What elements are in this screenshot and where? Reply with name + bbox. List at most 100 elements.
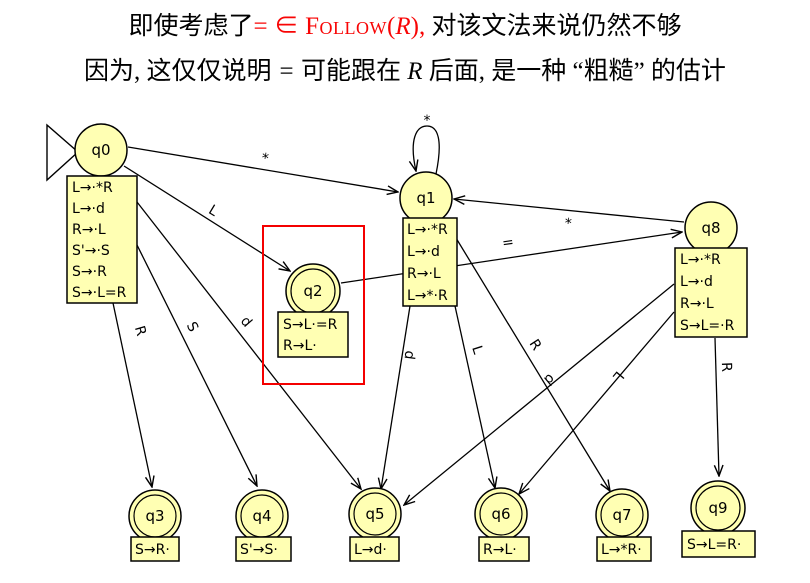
item-box-q7 <box>596 536 652 562</box>
edge-label-q8-q5: d <box>540 370 557 388</box>
state-label-q8: q8 <box>701 219 720 237</box>
state-label-q7: q7 <box>612 506 631 524</box>
item-q0-4: S→·R <box>72 264 107 280</box>
edge-label-q0-q4: S <box>183 319 201 334</box>
state-label-q1: q1 <box>416 189 435 207</box>
caption-line-2: 因为, 这仅仅说明 = 可能跟在 R 后面, 是一种 “粗糙” 的估计 <box>0 49 810 94</box>
edge-label-q0-q3: R <box>131 324 149 338</box>
state-label-q9: q9 <box>708 499 727 517</box>
item-q3-0: S→R· <box>135 542 170 558</box>
item-box-q2 <box>277 311 349 358</box>
state-q8: q8 L→·*R L→·d R→·L S→L=·R <box>674 201 748 338</box>
caption1-pre: 即使考虑了 <box>128 13 254 40</box>
caption2-p1: 因为, 这仅仅说明 <box>84 58 278 85</box>
edge-label-q0-q2: L <box>206 202 221 220</box>
item-q0-1: L→·d <box>72 201 105 217</box>
edge-label-q8-q9: R <box>718 362 734 373</box>
caption2-p2: 可能跟在 <box>294 58 408 85</box>
state-q6: q6 R→L· <box>474 487 530 562</box>
item-q1-0: L→·*R <box>407 222 448 238</box>
state-label-q5: q5 <box>365 505 384 523</box>
item-q2-0: S→L·=R <box>283 317 338 333</box>
edge-q0-q1 <box>127 146 398 192</box>
item-q0-5: S→·L=R <box>72 285 127 301</box>
caption1-paren-close: ), <box>410 13 426 40</box>
state-q1: q1 L→·*R L→·d R→·L L→*·R <box>399 171 458 307</box>
edge-label-q8-q1: * <box>564 216 573 233</box>
item-q0-2: R→·L <box>72 222 106 238</box>
state-q2: q2 S→L·=R R→L· <box>277 263 349 358</box>
item-q0-3: S'→·S <box>72 243 110 259</box>
item-box-q3 <box>130 536 180 562</box>
state-label-q3: q3 <box>145 507 164 525</box>
state-circle-q5-inner <box>353 492 397 536</box>
start-marker-triangle <box>46 123 80 182</box>
state-circle-q9-inner <box>695 485 741 531</box>
edge-label-q1-q6: L <box>468 344 486 357</box>
edge-q8-q1 <box>454 199 685 223</box>
item-box-q1 <box>402 217 458 307</box>
caption1-eq: = ∈ <box>253 13 306 40</box>
item-q1-2: R→·L <box>407 266 441 282</box>
item-q2-1: R→L· <box>283 338 317 354</box>
state-q3: q3 S→R· <box>128 489 182 562</box>
edge-label-q1-q5: d <box>401 350 418 361</box>
caption1-math-red: = ∈ Follow(R), <box>254 13 426 40</box>
caption2-p3: 后面, 是一种 “粗糙” 的估计 <box>422 58 726 85</box>
edge-q8-q5 <box>404 283 675 505</box>
edges <box>112 125 719 505</box>
item-q8-3: S→L=·R <box>680 318 735 334</box>
item-box-q0 <box>66 175 138 304</box>
state-q5: q5 L→d· <box>348 487 402 562</box>
state-label-q4: q4 <box>252 507 271 525</box>
item-q8-1: L→·d <box>680 274 713 290</box>
edge-q0-q4 <box>136 244 257 486</box>
item-box-q8 <box>674 247 748 338</box>
edge-q1-q6 <box>454 305 495 488</box>
edge-label-q2-q8: = <box>501 234 515 251</box>
edge-q8-q6 <box>519 311 675 494</box>
item-box-q6 <box>478 536 530 562</box>
item-q7-0: L→*R· <box>601 542 642 558</box>
state-q9: q9 S→L=R· <box>681 480 756 558</box>
caption1-R: R <box>395 13 411 40</box>
item-q9-0: S→L=R· <box>687 537 741 553</box>
caption1-paren-open: ( <box>387 13 396 40</box>
state-circle-q7-inner <box>600 493 644 537</box>
edge-q1-q7 <box>455 237 610 491</box>
state-q7: q7 L→*R· <box>595 488 652 562</box>
caption2-R: R <box>407 58 423 85</box>
edge-label-q1-q7: R <box>526 337 545 354</box>
edge-label-q0-q1: * <box>260 151 269 168</box>
edge-q1-q5 <box>381 305 411 489</box>
edge-label-q0-q5: d <box>237 313 255 330</box>
caption1-post: 对该文法来说仍然不够 <box>425 13 682 40</box>
state-label-q2: q2 <box>303 282 322 300</box>
state-label-q6: q6 <box>491 505 510 523</box>
caption1-follow: Follow <box>305 13 388 40</box>
state-q4: q4 S'→S· <box>235 489 292 562</box>
item-q5-0: L→d· <box>354 542 387 558</box>
edge-q2-q8 <box>340 232 682 284</box>
item-q0-0: L→·*R <box>72 180 113 196</box>
edge-q8-q9 <box>715 337 719 476</box>
caption-line-1: 即使考虑了= ∈ Follow(R), 对该文法来说仍然不够 <box>0 4 810 49</box>
item-q8-2: R→·L <box>680 296 714 312</box>
caption2-eq: = <box>277 58 295 85</box>
item-q1-1: L→·d <box>407 244 440 260</box>
item-q8-0: L→·*R <box>680 252 721 268</box>
item-q1-3: L→*·R <box>407 288 448 304</box>
edge-q1-self-loop <box>413 125 440 175</box>
caption: 即使考虑了= ∈ Follow(R), 对该文法来说仍然不够 因为, 这仅仅说明… <box>0 4 810 94</box>
item-box-q9 <box>681 530 756 558</box>
highlight-rectangle-q2 <box>262 225 365 385</box>
edge-label-q1-loop: * <box>424 113 431 129</box>
state-circle-q6-inner <box>479 492 523 536</box>
edge-q0-q5 <box>136 201 361 489</box>
item-box-q5 <box>349 536 400 562</box>
item-box-q4 <box>235 536 292 562</box>
state-q0: q0 L→·*R L→·d R→·L S'→·S S→·R S→·L=R <box>66 123 138 304</box>
item-q4-0: S'→S· <box>240 542 278 558</box>
